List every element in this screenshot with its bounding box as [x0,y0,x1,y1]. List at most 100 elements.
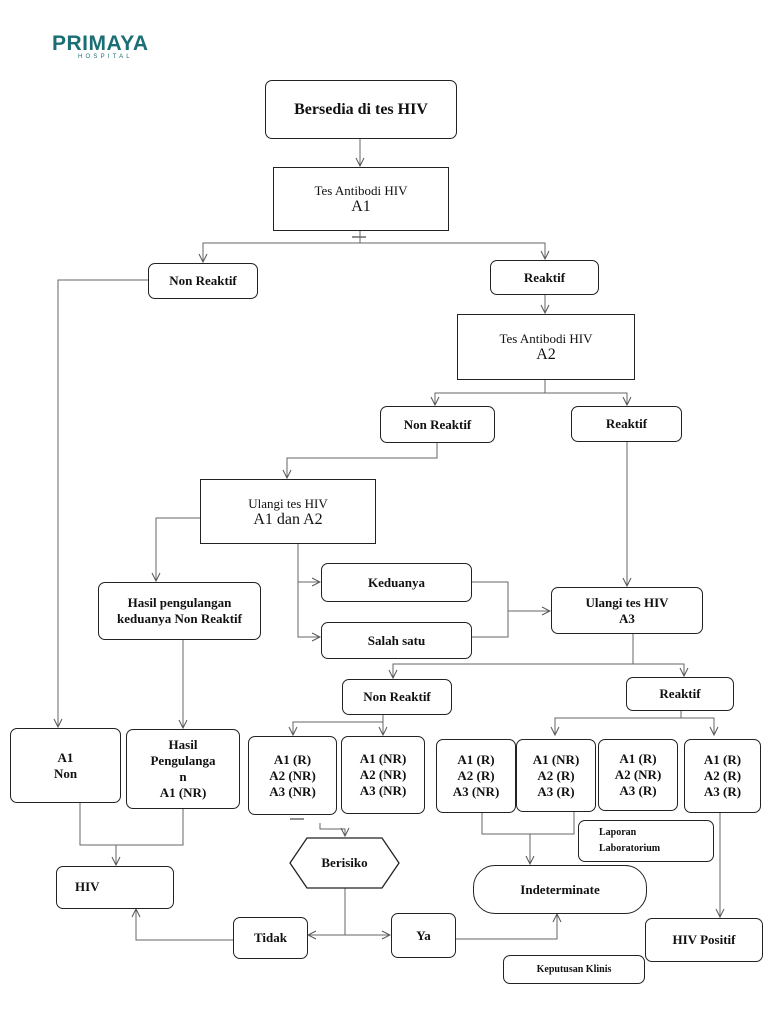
edge-a1-split-right [360,242,545,259]
node-laporan-line1: Laporan [599,827,637,838]
node-keputusan-klinis: Keputusan Klinis [503,955,645,984]
node-ulangi-a3-line2: A3 [619,610,635,626]
node-ulangi-a1a2-line1: Ulangi tes HIV [248,495,328,511]
node-bersedia-label: Bersedia di tes HIV [294,100,428,118]
node-reaktif-2-label: Reaktif [605,416,648,431]
node-combo-nr-2: A1 (NR) A2 (NR) A3 (NR) [341,736,425,814]
primaya-logo: PRIMAYA HOSPITAL [42,20,172,70]
node-combo-nr-1-line3: A3 (NR) [269,783,316,799]
node-combo-r-2: A1 (NR) A2 (R) A3 (R) [516,739,596,812]
edge-ulangi-keduanya [297,544,320,582]
edge-a2-split [435,380,546,405]
edge-nr2-ulangi [287,443,438,478]
node-tes-a2-line1: Tes Antibodi HIV [499,331,593,346]
node-combo-r-3-line3: A3 (R) [619,783,657,798]
node-bersedia-tes-hiv: Bersedia di tes HIV [265,80,457,139]
node-hasil-a1-line4: A1 (NR) [159,785,207,800]
node-non-reaktif-3-label: Non Reaktif [363,689,431,704]
node-salah-satu-label: Salah satu [367,632,426,648]
node-keduanya-label: Keduanya [367,574,426,590]
node-ulangi-a1a2-line2: A1 dan A2 [253,510,323,528]
node-ulangi-a3: Ulangi tes HIV A3 [551,587,703,634]
edge-ulangi-salahsatu [297,582,320,637]
node-combo-r-1-line1: A1 (R) [457,752,495,767]
edge-a3-split-right [633,663,684,676]
edge-tidak-hiv [136,909,233,941]
node-hiv-positif-label: HIV Positif [672,932,736,947]
edge-keduanya-a3 [472,581,509,611]
node-keduanya: Keduanya [321,563,472,602]
node-reaktif-1: Reaktif [490,260,599,295]
node-tes-a2-line2: A2 [536,346,556,363]
node-combo-r-3: A1 (R) A2 (NR) A3 (R) [598,739,678,811]
node-reaktif-3-label: Reaktif [659,686,701,701]
edge-nr3-split [293,715,384,735]
node-combo-r-2-line3: A3 (R) [537,783,575,799]
node-hiv-label: HIV [75,879,100,894]
node-ulangi-a1-a2: Ulangi tes HIV A1 dan A2 [200,479,376,544]
node-combo-nr-2-line2: A2 (NR) [359,767,407,782]
node-hiv-positif: HIV Positif [645,918,763,962]
node-combo-r-2-line2: A2 (R) [537,767,575,783]
node-tes-a1-line1: Tes Antibodi HIV [314,183,408,198]
edge-salahsatu-a3 [472,611,550,638]
node-hasil-pengulangan-a1: Hasil Pengulanga n A1 (NR) [126,729,240,809]
node-a1-non-line1: A1 [57,749,74,765]
node-ya-label: Ya [416,927,431,943]
node-hasil-a1-line2: Pengulanga [150,753,216,768]
node-combo-nr-1-line1: A1 (R) [273,751,312,767]
edge-ulangi-hasil [156,517,200,581]
edge-berisiko-tidak [308,888,346,935]
node-combo-r-2-line1: A1 (NR) [532,751,580,767]
node-salah-satu: Salah satu [321,622,472,659]
node-berisiko-label: Berisiko [321,855,368,870]
node-combo-nr-2-line1: A1 (NR) [359,751,407,766]
edge-a1non-hiv [79,803,184,846]
node-combo-r-1-line2: A2 (R) [457,768,495,783]
node-non-reaktif-3: Non Reaktif [342,679,452,715]
edge-rcombos-indet [481,812,575,835]
node-non-reaktif-2-label: Non Reaktif [403,416,472,432]
node-berisiko-hexagon [289,837,400,889]
node-combo-r-4: A1 (R) A2 (R) A3 (R) [684,739,761,813]
edge-r3-split-right [681,717,714,735]
node-non-reaktif-2: Non Reaktif [380,406,495,443]
node-a1-non: A1 Non [10,728,121,803]
node-combo-r-1-line3: A3 (NR) [452,784,500,799]
node-laporan-laboratorium: Laporan Laboratorium [578,820,714,862]
logo-subtitle: HOSPITAL [78,54,133,60]
edge-a1-split [203,231,361,262]
node-hasil-a1-line3: n [179,769,187,784]
node-combo-r-4-line1: A1 (R) [703,752,742,767]
node-combo-nr-1: A1 (R) A2 (NR) A3 (NR) [248,736,337,815]
node-indeterminate: Indeterminate [473,865,647,914]
node-ya: Ya [391,913,456,958]
edge-combos-berisiko [319,823,345,836]
edge-a3-split [393,634,634,678]
node-tidak: Tidak [233,917,308,959]
edge-a2-split-right [545,392,627,405]
node-hasil-pengulangan-line2: keduanya Non Reaktif [117,611,242,626]
node-combo-nr-1-line2: A2 (NR) [269,767,316,783]
node-tes-antibodi-a2: Tes Antibodi HIV A2 [457,314,635,380]
node-reaktif-2: Reaktif [571,406,682,442]
node-laporan-line2: Laboratorium [599,843,661,854]
node-reaktif-3: Reaktif [626,677,734,711]
node-a1-non-line2: Non [53,765,78,781]
node-hasil-pengulangan-line1: Hasil pengulangan [127,595,232,610]
node-ulangi-a3-line1: Ulangi tes HIV [585,594,669,610]
node-tidak-label: Tidak [253,930,287,945]
edge-ya-indet [456,914,557,940]
node-reaktif-1-label: Reaktif [523,269,566,285]
node-hasil-a1-line1: Hasil [168,737,198,752]
node-combo-r-3-line2: A2 (NR) [614,767,662,782]
node-combo-r-3-line1: A1 (R) [619,751,657,766]
node-keputusan-klinis-label: Keputusan Klinis [536,963,612,975]
node-combo-r-4-line2: A2 (R) [703,768,742,783]
node-indeterminate-label: Indeterminate [520,881,600,897]
node-non-reaktif-1-label: Non Reaktif [169,273,237,288]
node-hasil-pengulangan: Hasil pengulangan keduanya Non Reaktif [98,582,261,640]
node-tes-a1-line2: A1 [351,198,371,215]
node-combo-r-1: A1 (R) A2 (R) A3 (NR) [436,739,516,813]
